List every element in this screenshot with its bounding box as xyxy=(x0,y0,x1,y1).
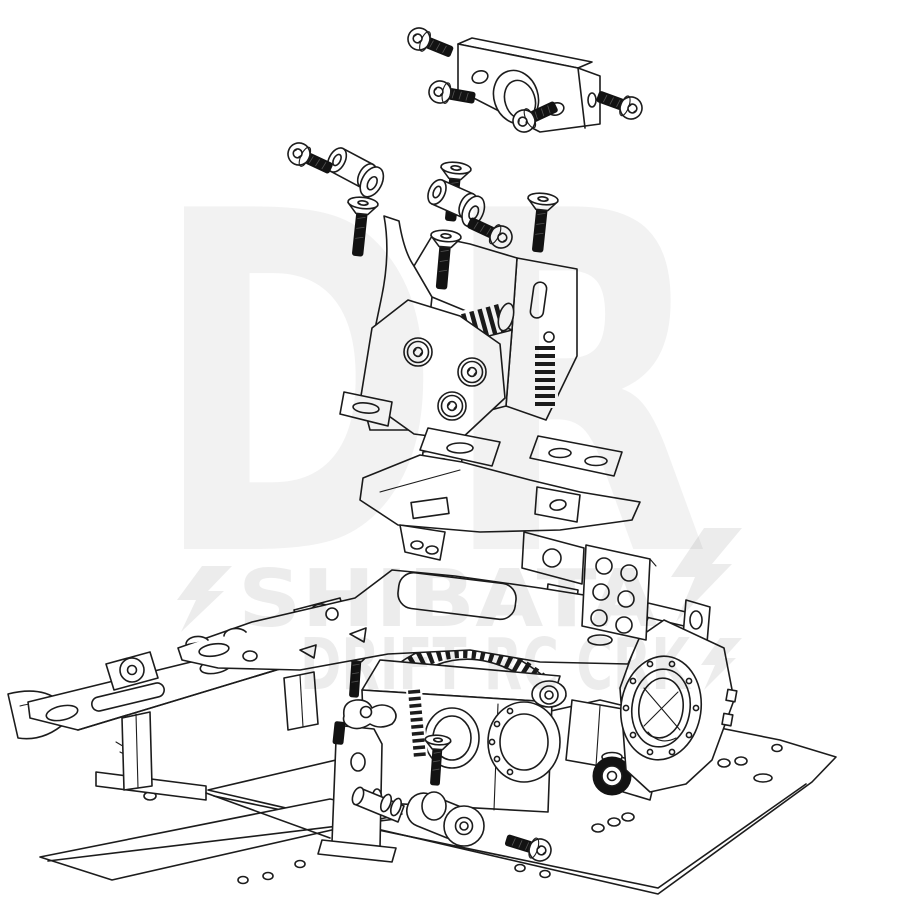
hole-plate-bracket xyxy=(582,545,656,640)
motor-plate-bulkhead xyxy=(614,600,737,792)
lightning-bolt-icon xyxy=(701,638,742,690)
bevel-gear-edge xyxy=(414,690,420,758)
button-head-screw xyxy=(403,23,457,64)
watermark-layer: DR SHIBATA DRIFT RC CRK xyxy=(152,113,742,706)
deck-cutout xyxy=(396,571,518,621)
mount-base-plate xyxy=(360,448,640,560)
chassis-holes xyxy=(144,745,782,884)
lightning-bolt-icon xyxy=(671,528,742,622)
bulkhead-ear-bracket xyxy=(522,532,584,584)
motor-plate-bolt-holes xyxy=(623,661,698,754)
motor-clamp-assembly xyxy=(403,23,646,137)
upper-deck-assembly xyxy=(178,532,656,670)
drive-link xyxy=(350,786,555,865)
watermark-brand: SHIBATA xyxy=(238,553,658,645)
upper-deck-plate xyxy=(178,570,648,670)
gearbox-assembly xyxy=(318,642,658,865)
lightning-bolt-icon xyxy=(177,566,232,632)
watermark-initials: DR xyxy=(152,113,710,660)
arm-slot xyxy=(90,682,165,713)
watermark-tagline: DRIFT RC CRK xyxy=(300,623,692,706)
